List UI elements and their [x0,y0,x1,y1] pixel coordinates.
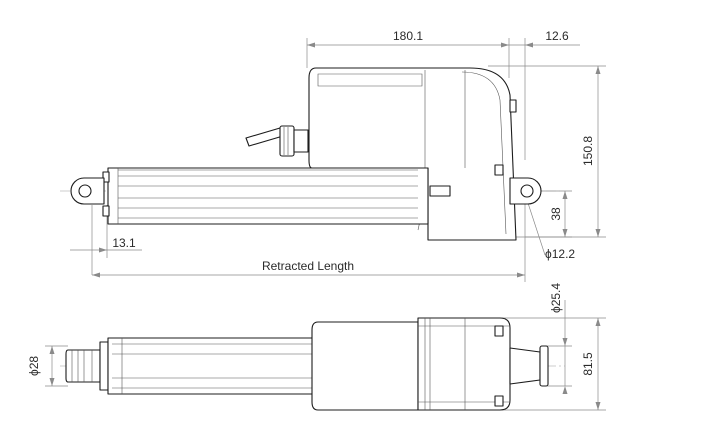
rear-clevis [429,177,542,205]
side-view: 180.1 12.6 150.8 38 13.1 Retracted Lengt… [60,29,606,282]
dimension-hole-diameter: ϕ12.2 [545,247,575,261]
dimension-rear-eye-diameter: ϕ25.4 [549,283,563,313]
cable-gland [245,125,309,157]
motor-housing-top [311,317,511,411]
dimension-rear-offset: 12.6 [545,29,569,43]
top-view: ϕ28 81.5 ϕ25.4 [27,283,606,411]
dimension-rod-diameter: ϕ28 [27,356,41,376]
dimension-retracted-length: Retracted Length [262,259,354,273]
dimension-housing-length: 180.1 [393,29,423,43]
rear-end-top [509,345,549,387]
dimension-total-height: 150.8 [581,136,595,166]
actuator-tube-side [102,167,429,225]
side-view-arrowheads [92,42,601,278]
top-view-arrowheads [49,318,601,410]
dimension-front-offset: 13.1 [112,236,136,250]
front-rod-eye [70,177,105,205]
dimension-total-width: 81.5 [581,352,595,376]
front-rod-end-top [65,341,109,391]
dimension-rear-eye-height: 38 [549,207,563,221]
